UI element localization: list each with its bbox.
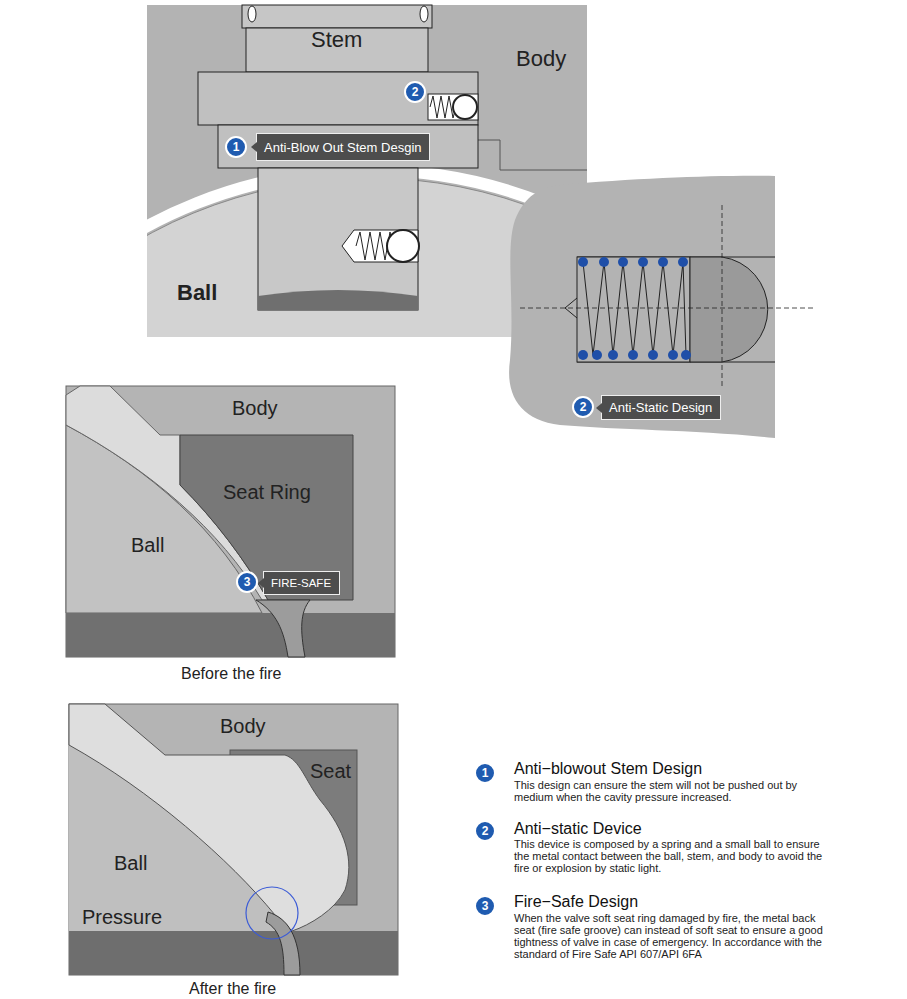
feature-description: This design can ensure the stem will not… xyxy=(514,779,836,803)
fire-safe-groove xyxy=(256,600,310,657)
part-name: Seat Ring xyxy=(223,481,311,504)
feature-heading: Anti−static Device xyxy=(514,820,642,838)
zoom-panel xyxy=(509,176,775,438)
feature-description: This device is composed by a spring and … xyxy=(514,838,836,874)
body-section xyxy=(66,386,395,657)
part-name: Body xyxy=(232,397,278,420)
stem-shoulder xyxy=(218,125,478,168)
stem-tip xyxy=(258,290,418,310)
tag-text: FIRE-SAFE xyxy=(271,577,331,589)
spring-coil-dots xyxy=(578,257,691,360)
part-name: Body xyxy=(516,46,566,71)
tag-text: Anti-Blow Out Stem Desgin xyxy=(264,140,422,155)
figure-caption: After the fire xyxy=(189,981,276,997)
spring-housing xyxy=(428,94,478,120)
static-ball xyxy=(690,257,768,362)
stem-slot xyxy=(248,6,256,22)
center-line xyxy=(520,308,815,309)
part-name: Ball xyxy=(177,280,217,305)
body-ledge xyxy=(478,140,587,170)
feature-heading: Anti−blowout Stem Design xyxy=(514,760,702,778)
seat-ring xyxy=(180,435,353,600)
callout-number: 2 xyxy=(404,81,426,103)
spring xyxy=(583,262,686,355)
spring-ball xyxy=(387,230,419,262)
stem-collar xyxy=(198,72,478,125)
callout-number: 3 xyxy=(236,571,258,593)
center-line xyxy=(722,205,723,388)
feature-description: When the valve soft seat ring damaged by… xyxy=(514,912,836,960)
fire-safe-groove xyxy=(266,912,300,975)
callout-number: 1 xyxy=(474,762,496,784)
spring-housing xyxy=(577,257,690,362)
callout-tag: Anti-Blow Out Stem Desgin xyxy=(256,133,430,161)
callout-number: 2 xyxy=(572,396,594,418)
figure-caption: Before the fire xyxy=(181,665,282,683)
stem-lower xyxy=(258,168,418,310)
body-section xyxy=(69,704,398,975)
part-name: Stem xyxy=(311,27,362,52)
body-band xyxy=(69,931,398,975)
part-name: Ball xyxy=(131,534,164,557)
melted-seat-gap xyxy=(69,704,349,931)
contact-highlight xyxy=(246,887,298,939)
spring-ball xyxy=(453,95,477,119)
part-name: Seat xyxy=(310,760,351,783)
stem-top xyxy=(242,5,432,28)
feature-heading: Fire−Safe Design xyxy=(514,893,638,911)
body-band xyxy=(66,613,395,657)
stem-slot xyxy=(420,6,428,22)
part-name: Pressure xyxy=(82,906,162,929)
stem-upper xyxy=(246,28,428,72)
part-name: Ball xyxy=(114,852,147,875)
tag-text: Anti-Static Design xyxy=(609,400,712,415)
callout-number: 1 xyxy=(225,136,247,158)
spring-housing xyxy=(342,230,418,262)
callout-number: 3 xyxy=(474,895,496,917)
callout-tag: FIRE-SAFE xyxy=(263,571,340,595)
callout-number: 2 xyxy=(474,820,496,842)
part-name: Body xyxy=(220,715,266,738)
callout-tag: Anti-Static Design xyxy=(601,395,721,420)
